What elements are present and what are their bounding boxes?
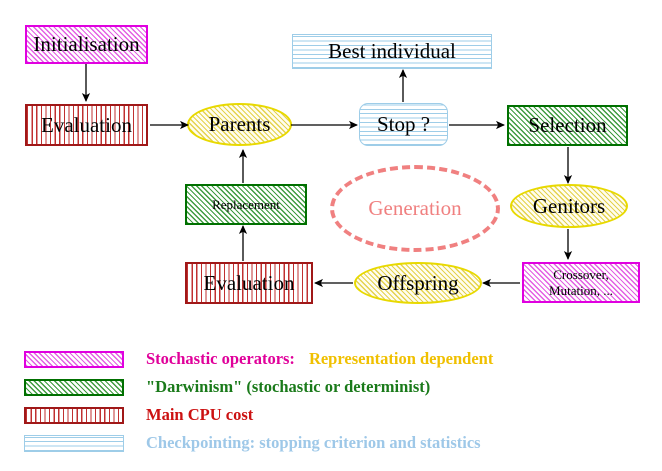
node-crossover-mutation[interactable]: Crossover, Mutation, ...	[522, 262, 640, 303]
legend-label-representation-dependent: Representation dependent	[308, 349, 494, 368]
node-parents[interactable]: Parents	[187, 103, 292, 146]
legend-swatch-green-hatch	[24, 378, 124, 396]
node-parents-label: Parents	[208, 112, 271, 137]
node-genitors-label: Genitors	[532, 193, 606, 218]
legend-row: Checkpointing: stopping criterion and st…	[24, 430, 644, 456]
node-evaluation-top[interactable]: Evaluation	[25, 104, 148, 146]
node-genitors[interactable]: Genitors	[510, 184, 628, 228]
legend: Stochastic operators: Representation dep…	[24, 346, 644, 458]
node-generation: Generation	[330, 165, 500, 252]
legend-swatch-blue-horizontal	[24, 434, 124, 452]
node-stop[interactable]: Stop ?	[359, 103, 448, 146]
legend-row: "Darwinism" (stochastic or determinist)	[24, 374, 644, 400]
legend-swatch-red-vertical	[24, 406, 124, 424]
legend-label-checkpointing: Checkpointing: stopping criterion and st…	[146, 433, 481, 452]
node-crossover-label-line1: Crossover,	[553, 267, 609, 283]
legend-swatch-magenta-hatch	[24, 350, 124, 368]
node-best-individual[interactable]: Best individual	[292, 34, 492, 69]
legend-label-stochastic-operators: Stochastic operators:	[146, 349, 295, 368]
node-replacement-label: Replacement	[212, 196, 280, 212]
node-selection[interactable]: Selection	[507, 105, 628, 146]
node-evaluation-bottom[interactable]: Evaluation	[185, 262, 313, 304]
legend-label-main-cpu-cost: Main CPU cost	[146, 405, 254, 424]
node-generation-label: Generation	[368, 196, 462, 220]
node-crossover-label-line2: Mutation, ...	[549, 282, 613, 298]
node-offspring-label: Offspring	[377, 270, 459, 295]
node-evaluation-bottom-label: Evaluation	[203, 270, 295, 295]
legend-row: Stochastic operators: Representation dep…	[24, 346, 644, 372]
legend-row: Main CPU cost	[24, 402, 644, 428]
node-evaluation-top-label: Evaluation	[41, 112, 132, 137]
node-initialisation-label: Initialisation	[33, 32, 140, 57]
node-initialisation[interactable]: Initialisation	[25, 25, 148, 64]
node-replacement[interactable]: Replacement	[185, 184, 307, 225]
node-selection-label: Selection	[528, 113, 607, 138]
node-stop-label: Stop ?	[376, 112, 431, 137]
node-best-individual-label: Best individual	[328, 39, 456, 64]
node-offspring[interactable]: Offspring	[354, 262, 482, 304]
legend-label-darwinism: "Darwinism" (stochastic or determinist)	[146, 377, 431, 396]
